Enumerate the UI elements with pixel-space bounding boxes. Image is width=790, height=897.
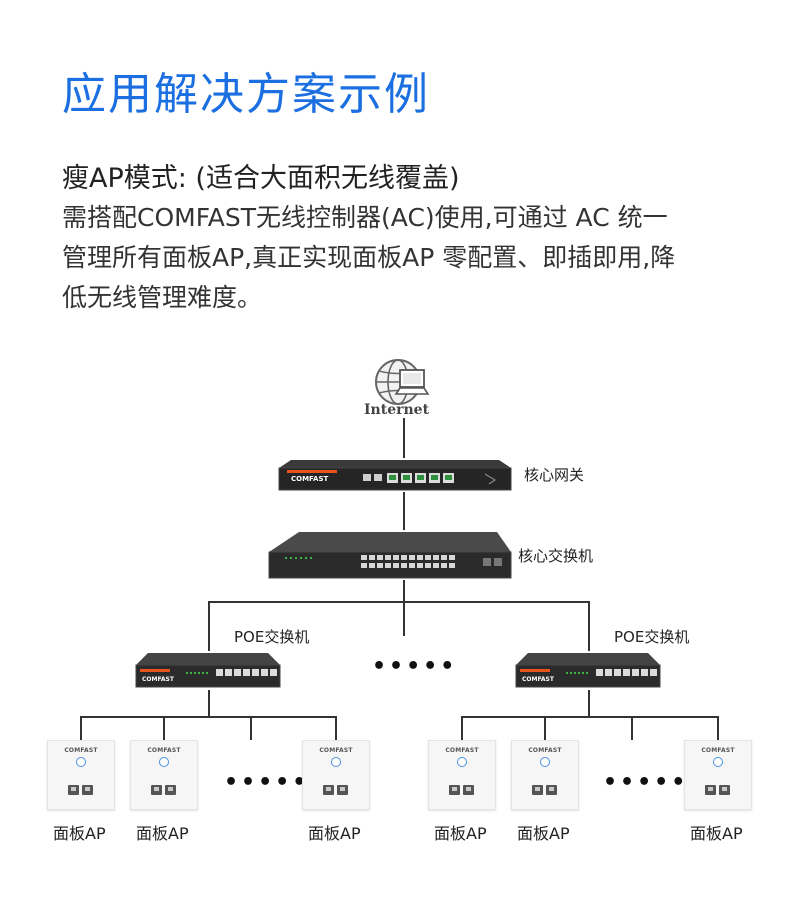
connector-ap-drop-5 [544,716,546,740]
description-line-3: 低无线管理难度。 [62,283,263,312]
panel-ap-label-1: 面板AP [53,824,106,843]
panel-ap-device: COMFAST [511,740,579,810]
panel-ap-device: COMFAST [47,740,115,810]
panel-ap-led [457,757,467,767]
connector-right-ap-bus [461,716,719,718]
panel-ap-brand: COMFAST [147,747,181,754]
ethernet-port-icon [68,785,79,795]
panel-ap-label-4: 面板AP [434,824,487,843]
description-line-1: 需搭配COMFAST无线控制器(AC)使用,可通过 AC 统一 [62,203,668,232]
poe-switch-right-device: COMFAST [514,651,662,689]
internet-label: Internet [364,402,430,418]
panel-ap-led [159,757,169,767]
panel-ap-brand: COMFAST [445,747,479,754]
poe-switch-left-brand: COMFAST [142,676,174,683]
panel-ap-brand: COMFAST [64,747,98,754]
connector-core-down [403,580,405,636]
connector-left-poe-down [208,690,210,716]
panel-ap-led [331,757,341,767]
ethernet-port-icon [337,785,348,795]
ethernet-port-icon [532,785,543,795]
ethernet-port-icon [165,785,176,795]
connector-ap-drop-4 [461,716,463,740]
mode-subtitle: 瘦AP模式: (适合大面积无线覆盖) [62,163,460,194]
connector-core-horizontal [208,601,590,603]
connector-right-poe [588,601,590,651]
core-gateway-brand: COMFAST [291,475,329,483]
ellipsis-middle: ••••• [372,654,458,679]
panel-ap-label-3: 面板AP [308,824,361,843]
connector-right-poe-down [588,690,590,716]
connector-internet-gateway [403,418,405,458]
ethernet-port-icon [449,785,460,795]
ellipsis-left-aps: ••••• [224,770,310,795]
connector-left-poe [208,601,210,651]
connector-ap-drop-3 [335,716,337,740]
panel-ap-label-6: 面板AP [690,824,743,843]
page-title: 应用解决方案示例 [62,69,430,120]
panel-ap-device: COMFAST [302,740,370,810]
core-switch-label: 核心交换机 [518,547,594,565]
connector-left-ap-bus [80,716,337,718]
panel-ap-led [713,757,723,767]
ethernet-port-icon [719,785,730,795]
panel-ap-label-2: 面板AP [136,824,189,843]
description-line-2: 管理所有面板AP,真正实现面板AP 零配置、即插即用,降 [62,243,676,272]
connector-ap-drop-mid-right [631,716,633,740]
connector-ap-drop-2 [163,716,165,740]
panel-ap-brand: COMFAST [701,747,735,754]
core-switch-device [265,530,513,580]
poe-switch-right-brand: COMFAST [522,676,554,683]
panel-ap-led [540,757,550,767]
poe-switch-right-label: POE交换机 [614,628,690,646]
ellipsis-right-aps: ••••• [603,770,689,795]
ethernet-port-icon [151,785,162,795]
panel-ap-device: COMFAST [684,740,752,810]
panel-ap-brand: COMFAST [319,747,353,754]
poe-switch-left-device: COMFAST [134,651,282,689]
panel-ap-brand: COMFAST [528,747,562,754]
panel-ap-label-5: 面板AP [517,824,570,843]
internet-icon: Internet [360,356,450,422]
poe-switch-left-label: POE交换机 [234,628,310,646]
connector-gateway-switch [403,492,405,530]
connector-ap-drop-6 [717,716,719,740]
ethernet-port-icon [82,785,93,795]
ethernet-port-icon [546,785,557,795]
ethernet-port-icon [705,785,716,795]
panel-ap-led [76,757,86,767]
ethernet-port-icon [463,785,474,795]
connector-ap-drop-1 [80,716,82,740]
panel-ap-device: COMFAST [428,740,496,810]
core-gateway-label: 核心网关 [524,466,585,484]
ethernet-port-icon [323,785,334,795]
connector-ap-drop-mid-left [250,716,252,740]
panel-ap-device: COMFAST [130,740,198,810]
core-gateway-device: COMFAST [277,458,513,492]
